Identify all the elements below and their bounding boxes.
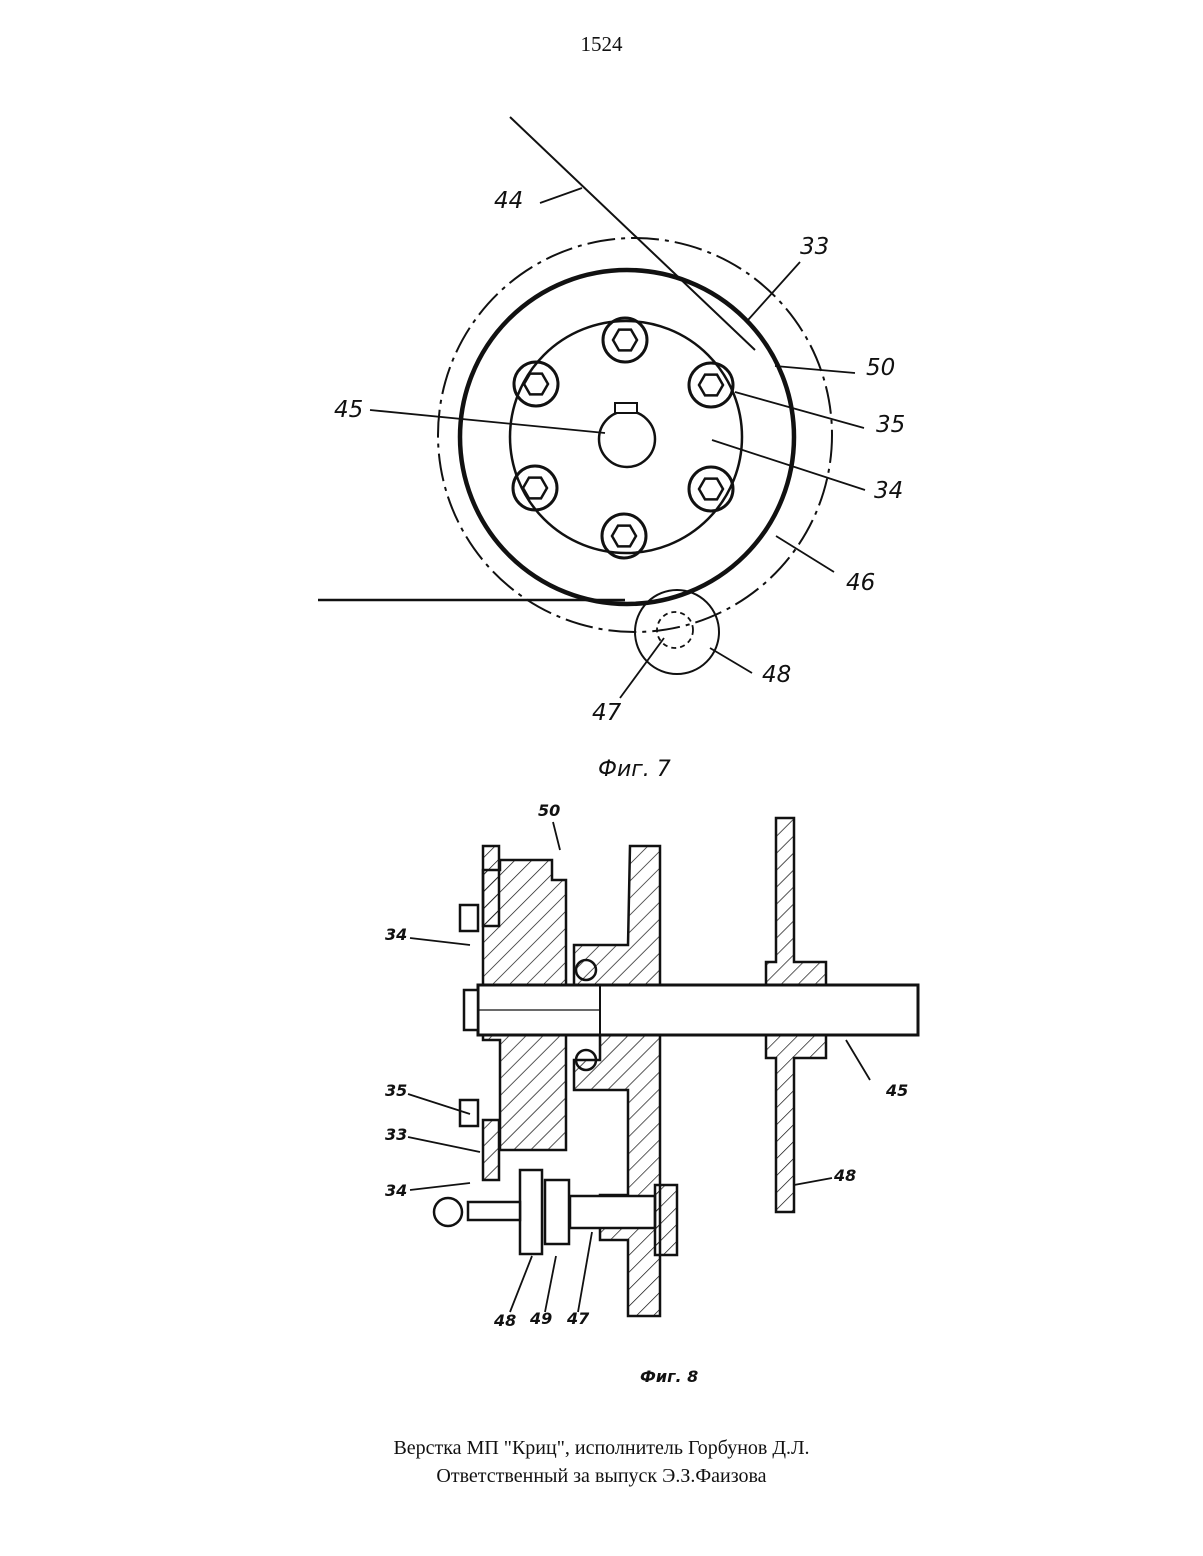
label-47: 47 — [566, 1309, 590, 1328]
label-46: 46 — [846, 570, 875, 596]
bolt-35 — [689, 363, 733, 407]
screw-rod — [468, 1202, 520, 1220]
plate-33 — [483, 846, 499, 926]
shaft-bolt-head — [464, 990, 478, 1030]
knob — [434, 1198, 462, 1226]
footer: Верстка МП "Криц", исполнитель Горбунов … — [0, 1434, 1203, 1490]
label-48-right: 48 — [833, 1166, 856, 1185]
label-49: 49 — [529, 1309, 552, 1328]
axis-47 — [570, 1196, 655, 1228]
bolt-35 — [602, 514, 646, 558]
footer-line-2: Ответственный за выпуск Э.З.Фаизова — [0, 1462, 1203, 1490]
label-50: 50 — [538, 801, 560, 820]
label-48: 48 — [762, 662, 791, 688]
label-35: 35 — [876, 412, 905, 438]
label-45: 45 — [334, 397, 363, 423]
figure-7-drawing: 44 33 50 35 45 34 46 48 47 Фиг. 7 — [0, 0, 1203, 800]
label-33: 33 — [385, 1125, 407, 1144]
bolt-35 — [689, 467, 733, 511]
roller-48-section — [766, 818, 826, 985]
label-34-bottom: 34 — [385, 1181, 407, 1200]
figure-7-caption: Фиг. 7 — [598, 757, 671, 782]
bolt-35 — [603, 318, 647, 362]
washer-49 — [545, 1180, 569, 1244]
shaft-45 — [599, 411, 655, 467]
belt-line-44 — [510, 117, 755, 350]
nut-48 — [520, 1170, 542, 1254]
label-34: 34 — [874, 478, 903, 504]
figure-8-caption: Фиг. 8 — [640, 1367, 698, 1386]
label-48-bottom: 48 — [493, 1311, 516, 1330]
bolt-35 — [514, 362, 558, 406]
label-45: 45 — [885, 1081, 908, 1100]
label-34-top: 34 — [385, 925, 407, 944]
label-44: 44 — [494, 188, 523, 214]
leader-lines-fig7 — [370, 188, 865, 698]
plate-33-lower — [483, 1120, 499, 1180]
label-50: 50 — [866, 355, 895, 381]
bolt-35 — [460, 905, 478, 931]
bolt-35 — [513, 466, 557, 510]
label-47: 47 — [592, 700, 622, 726]
shaft-key — [615, 403, 637, 413]
end-cap — [655, 1185, 677, 1255]
label-33: 33 — [800, 234, 829, 260]
figure-8-drawing: 50 34 45 35 33 34 48 48 49 47 Фиг. 8 — [0, 790, 1203, 1400]
outer-circle-50 — [438, 238, 832, 632]
footer-line-1: Верстка МП "Криц", исполнитель Горбунов … — [0, 1434, 1203, 1462]
flange-34 — [510, 321, 742, 553]
label-35: 35 — [385, 1081, 407, 1100]
disk-46-section — [574, 846, 660, 1316]
